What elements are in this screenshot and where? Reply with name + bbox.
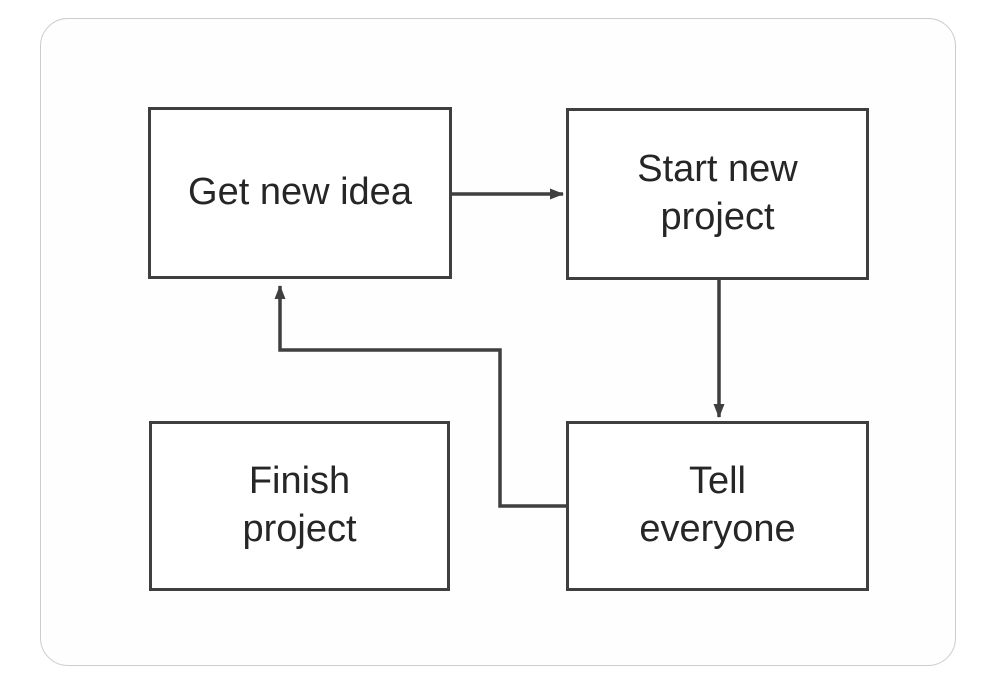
node-finish-project-label: Finish project [242, 460, 357, 550]
node-tell-everyone-label: Tell everyone [639, 460, 796, 550]
node-tell-everyone: Tell everyone [566, 421, 869, 591]
node-get-new-idea: Get new idea [148, 107, 452, 279]
node-start-new-project-label: Start new project [637, 148, 798, 238]
node-start-new-project: Start new project [566, 108, 869, 280]
node-finish-project: Finish project [149, 421, 450, 591]
node-get-new-idea-label: Get new idea [188, 171, 412, 214]
